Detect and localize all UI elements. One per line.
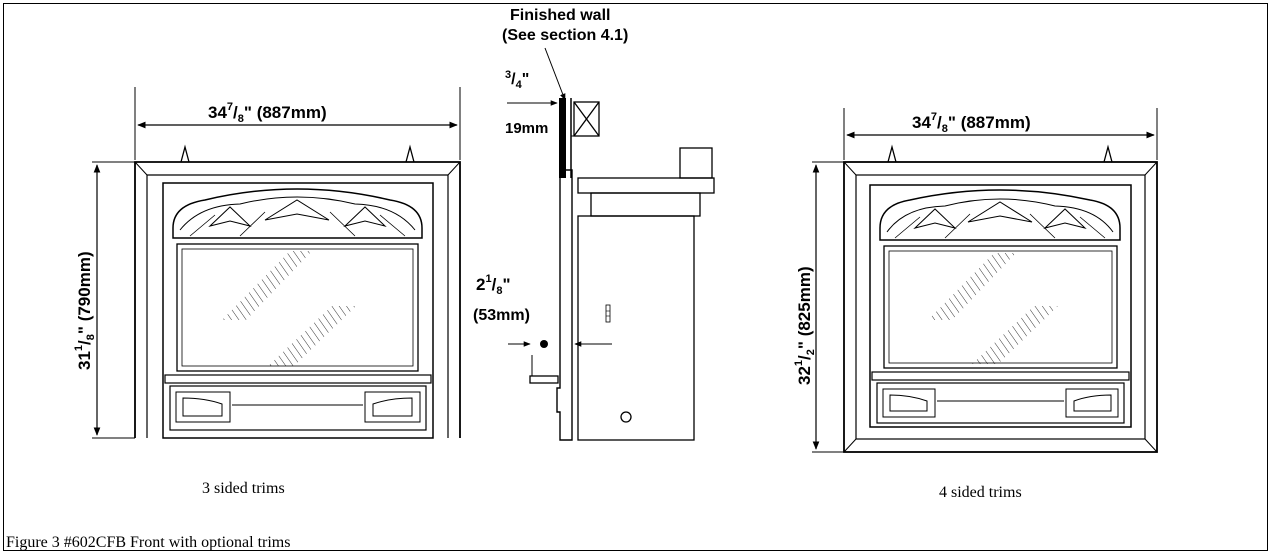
figure-caption: Figure 3 #602CFB Front with optional tri…: [6, 534, 290, 551]
wall-thickness-label: 3/4": [505, 69, 529, 91]
height-dimension-label: 311/8" (790mm): [73, 251, 97, 370]
height-dimension-label: 321/2" (825mm): [793, 266, 817, 385]
side-view: Finished wall (See section 4.1) 3/4" 19m…: [473, 7, 715, 441]
left-view-caption: 3 sided trims: [202, 480, 285, 497]
right-view-caption: 4 sided trims: [939, 484, 1022, 501]
front-view-4-sided: 347/8" (887mm) 321/2" (825mm): [793, 108, 1158, 501]
wall-thickness-mm-label: 19mm: [505, 120, 548, 137]
front-view-3-sided: 347/8" (887mm) 311/8" (790mm): [73, 87, 461, 497]
finished-wall-label: Finished wall: [510, 7, 610, 24]
depth-dimension-mm-label: (53mm): [473, 307, 530, 324]
figure-frame: [3, 3, 1268, 551]
depth-dimension-label: 21/8": [476, 273, 511, 297]
see-section-label: (See section 4.1): [502, 27, 628, 44]
width-dimension-label: 347/8" (887mm): [208, 101, 327, 125]
width-dimension-label: 347/8" (887mm): [912, 111, 1031, 135]
